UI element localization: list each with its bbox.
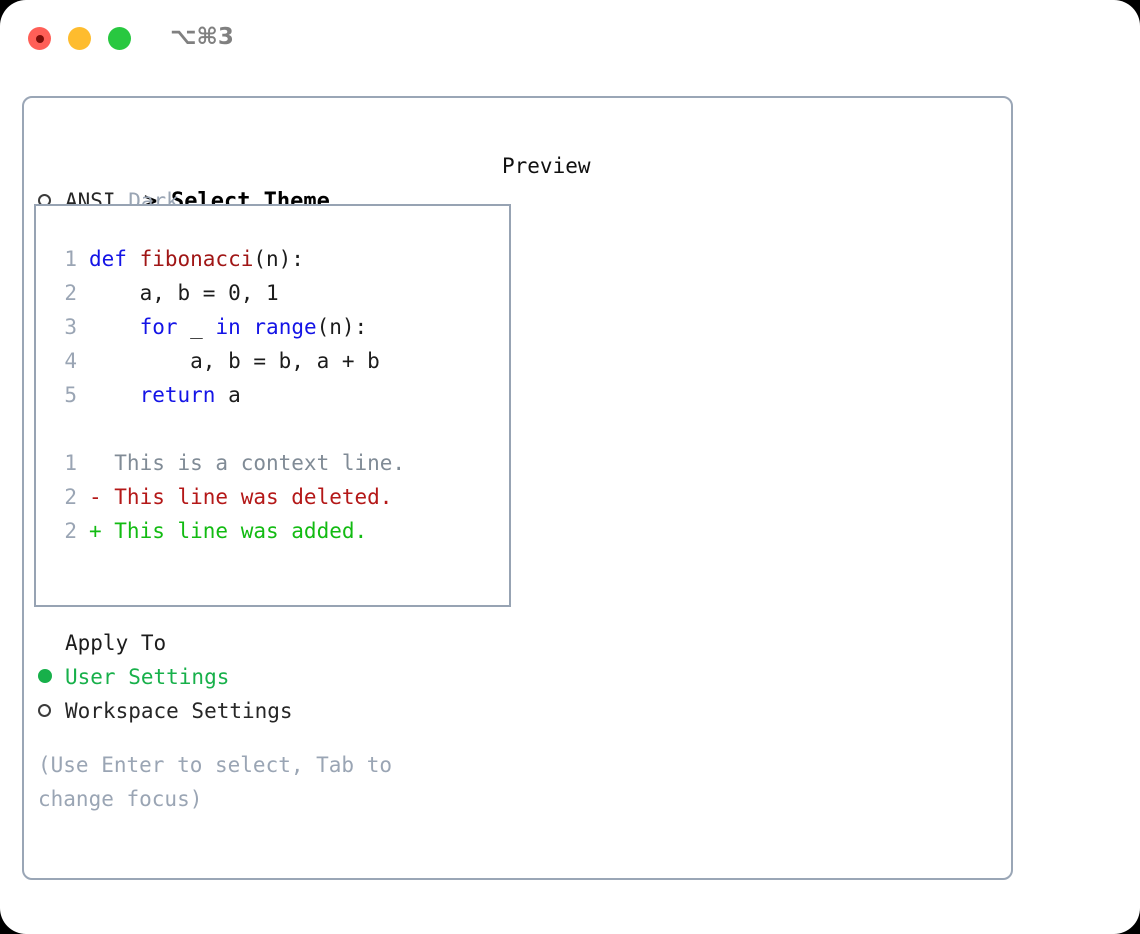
code-line: 3 for _ in range(n): <box>49 310 405 344</box>
line-number: 4 <box>64 349 77 373</box>
code-token: a, b = 0, 1 <box>89 281 279 305</box>
apply-to-label: Workspace Settings <box>65 699 293 723</box>
preview-column: Preview <box>502 148 1002 184</box>
radio-unselected-icon <box>38 694 65 728</box>
diff-text: + This line was added. <box>89 519 368 543</box>
code-token: _ <box>177 315 216 339</box>
close-icon <box>35 34 44 43</box>
code-line: 2 a, b = 0, 1 <box>49 276 405 310</box>
code-token <box>89 315 140 339</box>
code-token: in <box>215 315 241 339</box>
line-number: 2 <box>64 519 77 543</box>
apply-to-option[interactable]: Workspace Settings <box>38 694 478 728</box>
code-token: range <box>253 315 317 339</box>
window-title: ⌥⌘3 <box>170 24 234 50</box>
code-token: for <box>139 315 178 339</box>
code-token: a <box>215 383 241 407</box>
code-token: def <box>89 247 140 271</box>
code-token: fibonacci <box>139 247 254 271</box>
code-line: 4 a, b = b, a + b <box>49 344 405 378</box>
line-number: 3 <box>64 315 77 339</box>
diff-line: 2 - This line was deleted. <box>49 480 405 514</box>
apply-to-option[interactable]: User Settings <box>38 660 478 694</box>
minimize-button[interactable] <box>68 27 91 50</box>
line-number: 1 <box>64 451 77 475</box>
line-number: 1 <box>64 247 77 271</box>
code-token <box>89 383 140 407</box>
maximize-button[interactable] <box>108 27 131 50</box>
code-token: (n): <box>253 247 304 271</box>
line-number: 2 <box>64 485 77 509</box>
code-token: return <box>139 383 216 407</box>
keyboard-hint: (Use Enter to select, Tab to change focu… <box>38 753 393 811</box>
code-line: 1 def fibonacci(n): <box>49 242 405 276</box>
line-number: 5 <box>64 383 77 407</box>
select-theme-header: >Select Theme <box>38 148 478 214</box>
code-token <box>241 315 254 339</box>
diff-line: 2 + This line was added. <box>49 514 405 548</box>
title-bar: ⌥⌘3 <box>0 0 1140 78</box>
line-number: 2 <box>64 281 77 305</box>
preview-title: Preview <box>502 154 591 178</box>
radio-selected-icon <box>38 660 65 694</box>
diff-text: This is a context line. <box>89 451 406 475</box>
code-token: (n): <box>316 315 368 339</box>
apply-to-header: Apply To <box>65 631 167 655</box>
diff-line: 1 This is a context line. <box>49 446 405 480</box>
code-token: a, b = b, a + b <box>89 349 380 373</box>
diff-text: - This line was deleted. <box>89 485 393 509</box>
close-button[interactable] <box>28 27 51 50</box>
theme-picker-dialog: >Select Theme ANSI DarkAtom One DarkAyu … <box>22 96 1013 880</box>
code-line: 5 return a <box>49 378 405 412</box>
code-blank-line <box>49 412 405 446</box>
apply-to-label: User Settings <box>65 665 230 689</box>
